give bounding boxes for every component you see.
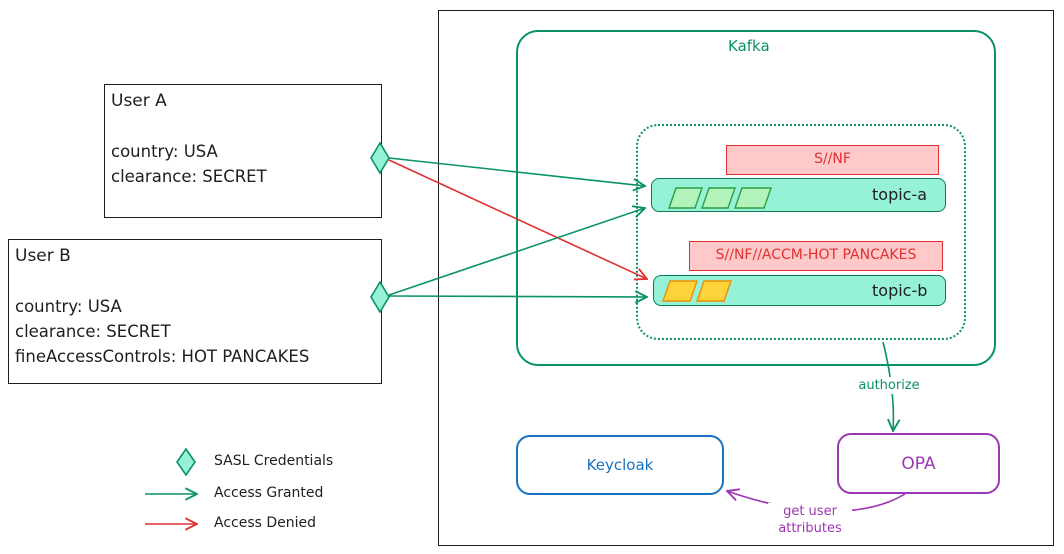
user-a-to-topic-b-denied-arrow <box>388 159 647 279</box>
user-a-to-topic-a-granted-arrow <box>388 157 645 186</box>
user-a-box: User A country: USA clearance: SECRET <box>104 84 382 218</box>
keycloak-label: Keycloak <box>586 456 654 474</box>
topic-b-label: topic-b <box>872 281 928 300</box>
legend-granted-label: Access Granted <box>214 485 324 501</box>
opa-service[interactable]: OPA <box>837 433 1000 494</box>
legend-denied-label: Access Denied <box>214 515 317 531</box>
topic-b-message <box>696 280 732 302</box>
topic-group <box>636 124 966 340</box>
topic-a-message <box>668 187 703 209</box>
user-b-name: User B <box>15 246 71 266</box>
user-b-country: country: USA <box>15 297 122 316</box>
topic-a-message <box>734 187 772 209</box>
get-user-attributes-label: get user attributes <box>768 503 852 537</box>
user-a-name: User A <box>111 91 167 111</box>
user-b-fine-access: fineAccessControls: HOT PANCAKES <box>15 347 310 366</box>
user-b-to-topic-b-granted-arrow <box>388 296 647 297</box>
user-a-credentials-diamond[interactable] <box>370 141 390 175</box>
legend-credentials-label: SASL Credentials <box>214 453 334 469</box>
keycloak-service[interactable]: Keycloak <box>516 435 724 495</box>
user-b-clearance: clearance: SECRET <box>15 322 171 341</box>
user-b-to-topic-a-granted-arrow <box>388 208 645 296</box>
user-a-country: country: USA <box>111 142 218 161</box>
topic-b-message <box>662 280 698 302</box>
user-b-credentials-diamond[interactable] <box>370 280 390 314</box>
kafka-label: Kafka <box>728 37 770 55</box>
user-b-box: User B country: USA clearance: SECRET fi… <box>8 239 382 384</box>
legend-credentials-diamond <box>176 447 196 477</box>
kafka-container <box>516 30 996 366</box>
authorize-label: authorize <box>849 377 929 394</box>
topic-a-label: topic-a <box>872 185 928 204</box>
user-a-clearance: clearance: SECRET <box>111 167 267 186</box>
topic-b-classification: S//NF//ACCM-HOT PANCAKES <box>689 241 943 271</box>
topic-a-message <box>701 187 736 209</box>
opa-label: OPA <box>901 453 936 474</box>
topic-a-classification: S//NF <box>726 145 939 175</box>
